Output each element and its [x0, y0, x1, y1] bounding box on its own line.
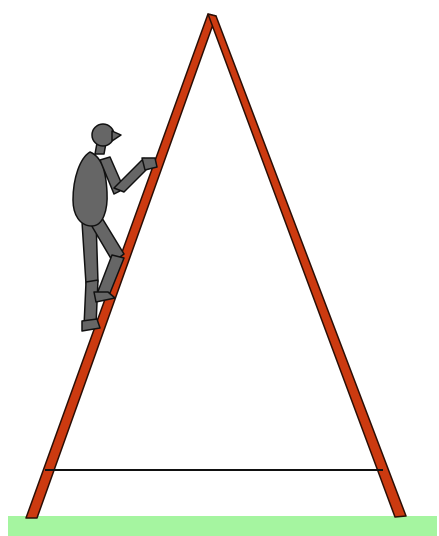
climber-face — [112, 131, 121, 141]
ladder-right-rail — [208, 14, 406, 517]
climber-hand — [142, 158, 157, 170]
climber-head — [92, 124, 114, 146]
ground — [8, 516, 437, 536]
climber-back-foot — [82, 319, 100, 331]
